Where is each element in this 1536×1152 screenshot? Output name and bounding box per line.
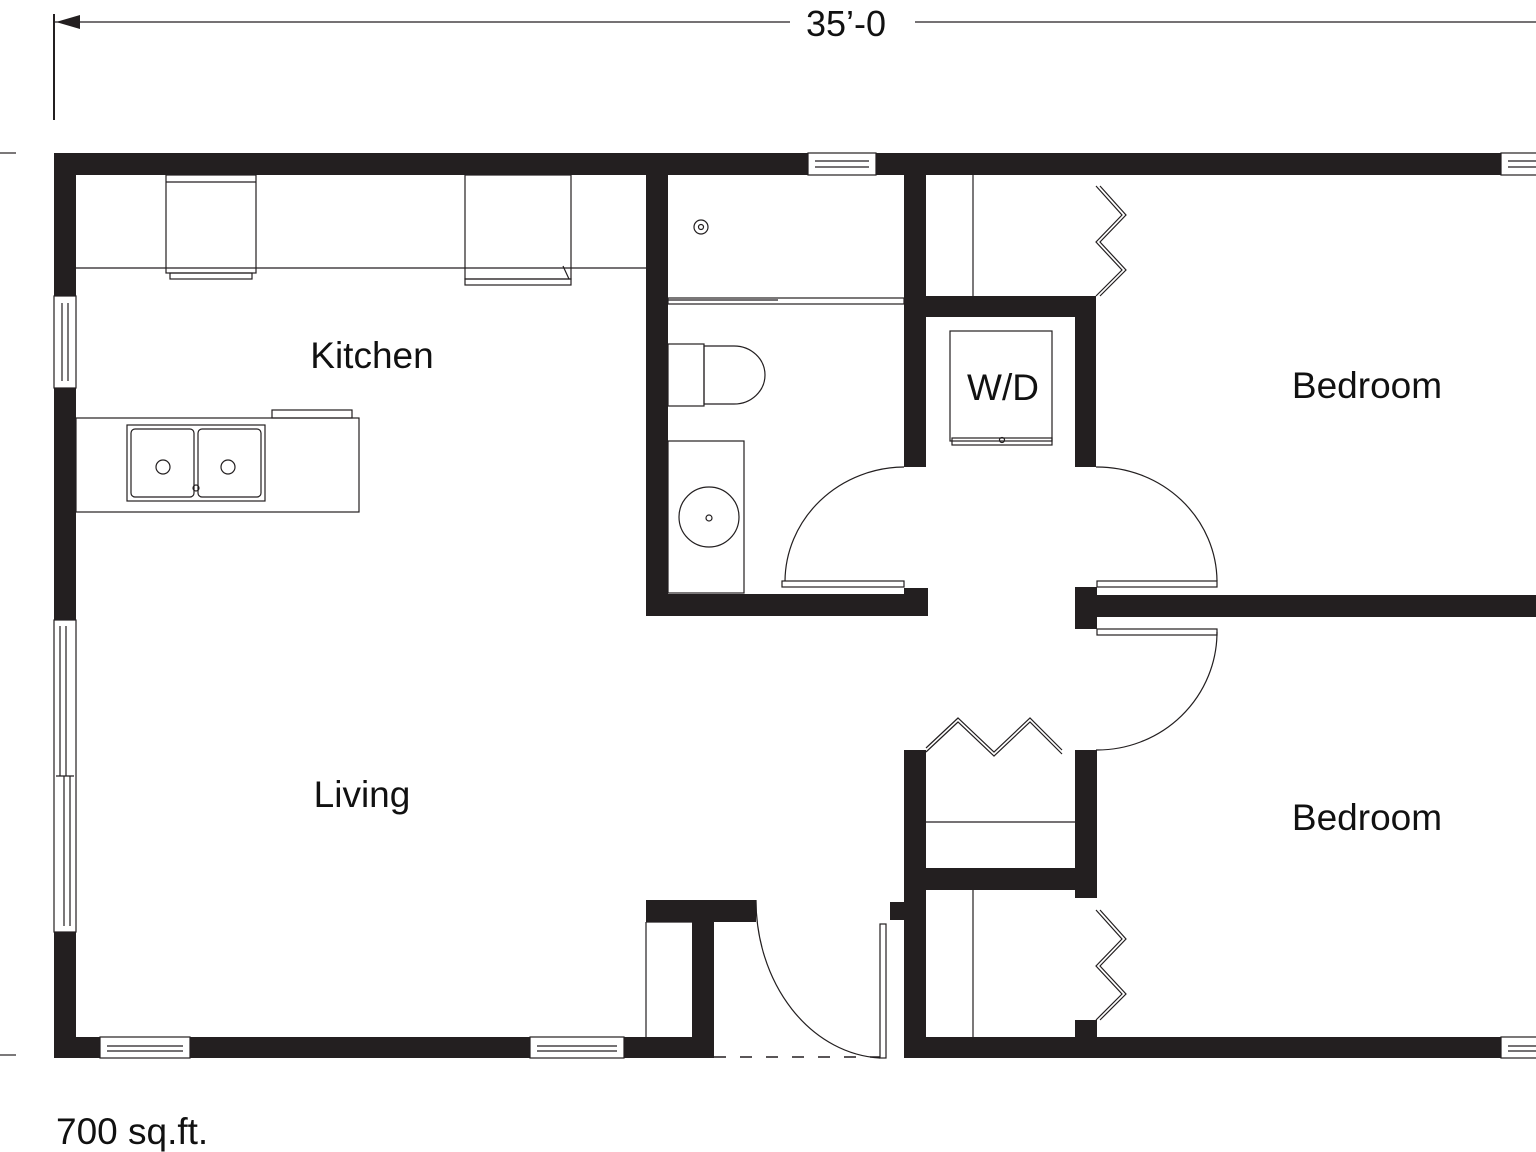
window-bottom-bedroom — [1500, 1036, 1536, 1059]
closets — [645, 175, 1127, 1037]
kitchen-fixtures — [75, 174, 646, 513]
entry-door[interactable] — [714, 899, 887, 1059]
room-label-bedroom-bottom: Bedroom — [1292, 797, 1442, 838]
range-icon — [165, 174, 257, 280]
room-label-laundry: W/D — [967, 367, 1039, 408]
closet-middle — [925, 717, 1075, 823]
closet-bottom — [972, 890, 1127, 1037]
window-top-bedroom — [1500, 152, 1536, 176]
bathroom-sink-icon — [667, 440, 745, 594]
kitchen-island — [75, 409, 360, 513]
area-label: 700 sq.ft. — [56, 1111, 208, 1152]
dimension-label: 35’-0 — [806, 3, 886, 44]
room-label-living: Living — [314, 774, 411, 815]
dimension-line — [0, 14, 1536, 1056]
room-label-bedroom-top: Bedroom — [1292, 365, 1442, 406]
arrowhead-icon — [56, 15, 80, 29]
window-top-kitchen — [807, 152, 877, 176]
shower-icon — [667, 219, 905, 305]
window-bottom-left — [99, 1036, 191, 1059]
window-left-kitchen — [53, 295, 77, 389]
window-left-living — [53, 619, 77, 933]
bathroom-door[interactable] — [781, 466, 905, 588]
windows — [53, 152, 1536, 1059]
closet-top — [972, 175, 1127, 297]
doors — [714, 466, 1218, 1059]
toilet-icon — [667, 343, 766, 407]
bedroom-bottom-door[interactable] — [1095, 628, 1218, 751]
entry-closet — [645, 921, 692, 1037]
refrigerator-icon — [464, 174, 572, 286]
laundry-closet — [949, 330, 1053, 446]
bedroom-top-door[interactable] — [1095, 466, 1218, 588]
room-label-kitchen: Kitchen — [310, 335, 433, 376]
sink-icon — [126, 424, 266, 502]
bathroom-fixtures — [667, 219, 905, 594]
interior-walls — [646, 175, 1536, 1058]
exterior-walls — [54, 153, 1501, 1058]
window-bottom-middle — [529, 1036, 625, 1059]
